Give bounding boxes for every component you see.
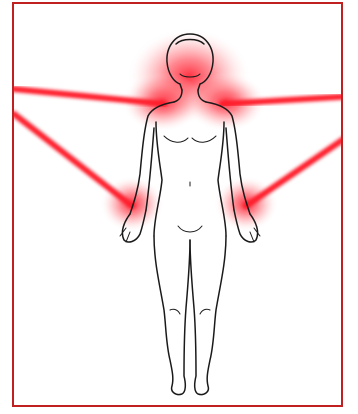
- body-diagram: [14, 4, 343, 407]
- laser-beam-icon: [246, 132, 343, 206]
- figure-frame: [12, 2, 343, 407]
- laser-beam-icon: [14, 114, 132, 206]
